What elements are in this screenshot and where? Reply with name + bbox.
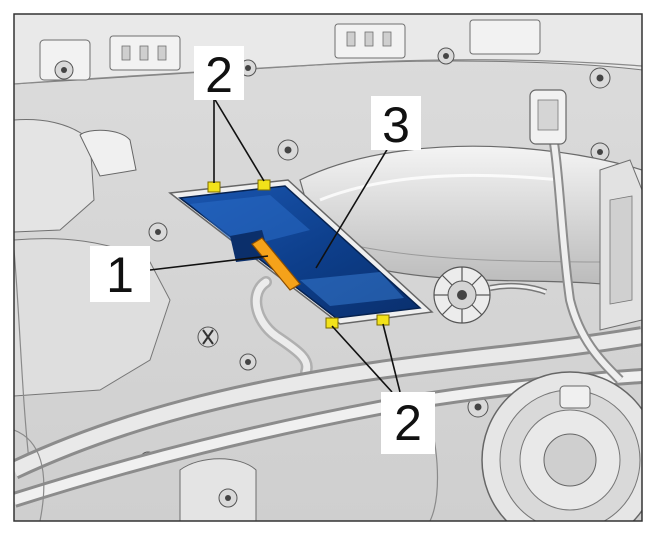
callout-label-1: 1 (106, 247, 134, 303)
leader-lines (149, 97, 401, 393)
callout-label-3: 3 (382, 97, 410, 153)
callout-label-2-bottom: 2 (394, 395, 422, 451)
callout-3: 3 (371, 96, 421, 153)
callout-label-2-top: 2 (205, 47, 233, 103)
callout-1: 1 (90, 246, 150, 303)
gear (433, 266, 491, 324)
callout-2-top: 2 (194, 46, 244, 103)
connector (251, 237, 301, 291)
figure-frame (13, 13, 643, 522)
line-art (14, 14, 642, 521)
callout-2-bottom: 2 (381, 392, 435, 454)
speaker (481, 371, 642, 521)
